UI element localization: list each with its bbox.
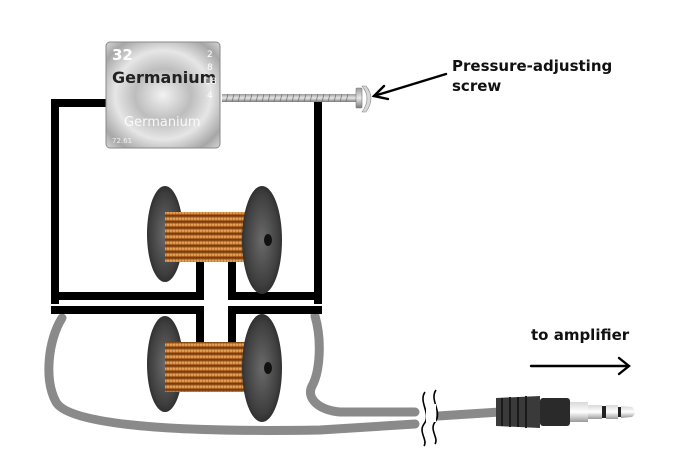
atomic-number: 32 — [112, 46, 133, 64]
gray-wire — [44, 313, 420, 435]
gray-wire-to-jack — [433, 407, 505, 421]
arrow-left-icon — [371, 72, 448, 101]
germanium-element-tile: 32 Germanium Germanium 72.61 2 8 18 4 — [105, 41, 221, 149]
amplifier-label: to amplifier — [531, 326, 630, 344]
arrow-right-icon — [529, 356, 631, 376]
screw-label-line-1: Pressure-adjusting — [452, 57, 612, 75]
shell-digit-2: 8 — [207, 63, 213, 73]
upper-coil-spool — [147, 186, 282, 294]
element-name: Germanium — [112, 68, 216, 87]
lower-coil-spool — [147, 314, 282, 422]
screw-label-line-2: screw — [452, 77, 501, 95]
atomic-mass: 72.61 — [112, 137, 132, 145]
shell-digit-1: 2 — [207, 50, 213, 60]
element-name-small: Germanium — [124, 115, 201, 130]
pressure-adjusting-screw — [222, 85, 372, 113]
black-wires — [51, 96, 322, 346]
shell-digit-4: 4 — [207, 91, 213, 101]
shell-digit-3: 18 — [205, 77, 217, 87]
audio-jack-icon — [496, 396, 635, 428]
gray-wire-right — [306, 311, 420, 417]
